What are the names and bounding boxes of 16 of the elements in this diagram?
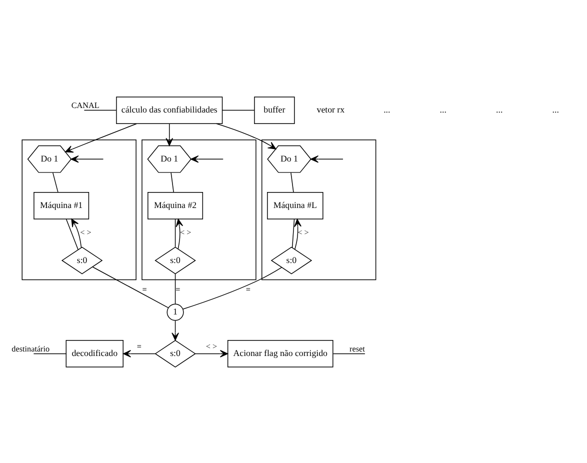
edge-label: < > (206, 342, 218, 351)
edge-label: < > (298, 228, 309, 237)
edge-label: CANAL (71, 100, 100, 110)
edge-label: reset (350, 344, 365, 353)
edge-label: < > (180, 228, 192, 237)
edge-label: = (176, 284, 180, 294)
edge-label: = (246, 284, 250, 294)
label: ... (552, 104, 559, 114)
edge-label: < > (80, 228, 92, 237)
label: ... (384, 104, 390, 114)
label: ... (440, 104, 446, 114)
label: ... (496, 104, 503, 114)
edge-label: destinatário (12, 344, 50, 353)
label: vetor rx (316, 104, 345, 114)
edge-label: = (142, 284, 147, 294)
edge-label: = (136, 342, 142, 351)
